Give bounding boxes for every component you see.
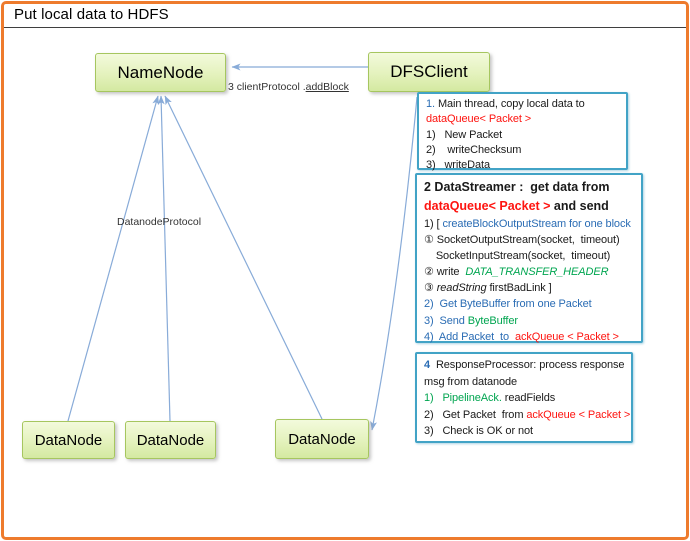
note-datastreamer: 2 DataStreamer : get data from dataQueue<… bbox=[415, 173, 643, 343]
node-datanode-2: DataNode bbox=[125, 421, 216, 459]
note-line: ① SocketOutputStream(socket, timeout) bbox=[424, 234, 620, 247]
note-main-thread: 1. Main thread, copy local data to dataQu… bbox=[417, 92, 628, 172]
edge-label-prefix: 3 clientProtocol . bbox=[228, 81, 306, 93]
note-line: 2) Get Packet from ackQueue < Packet > bbox=[424, 408, 631, 421]
edge-note1-to-datanode3 bbox=[370, 96, 418, 431]
note-line: 1) PipelineAck. readFields bbox=[424, 392, 556, 405]
note-line: 1) New Packet bbox=[426, 128, 503, 141]
title-divider-line bbox=[2, 27, 688, 28]
note-responseprocessor: 4 ResponseProcessor: process response msg… bbox=[415, 352, 633, 443]
node-dfsclient-label: DFSClient bbox=[390, 62, 468, 81]
node-datanode3-label: DataNode bbox=[288, 430, 356, 448]
edge-datanode3-to-namenode bbox=[164, 95, 323, 420]
note-line: ③ readString firstBadLink ] bbox=[424, 282, 552, 295]
node-datanode1-label: DataNode bbox=[34, 431, 103, 449]
node-namenode-label: NameNode bbox=[117, 62, 204, 82]
note-line: 1) [ createBlockOutputStream for one blo… bbox=[424, 218, 631, 230]
note-line: 2) Get ByteBuffer from one Packet bbox=[424, 298, 592, 311]
note-line: SocketInputStream(socket, timeout) bbox=[424, 250, 611, 263]
note-line: 4) Add Packet to ackQueue < Packet > bbox=[424, 330, 619, 343]
note-line: 4 ResponseProcessor: process response bbox=[424, 359, 625, 371]
note-line: 3) writeData bbox=[426, 159, 491, 172]
note-line: 3) Check is OK or not bbox=[424, 425, 533, 438]
edge-datanode2-to-namenode bbox=[157, 95, 171, 422]
note-line: 1. Main thread, copy local data to bbox=[426, 98, 585, 110]
node-dfsclient: DFSClient bbox=[368, 52, 490, 92]
node-datanode-3: DataNode bbox=[275, 419, 369, 459]
edge-label-datanodeprotocol: DatanodeProtocol bbox=[117, 216, 202, 228]
diagram-title: Put local data to HDFS bbox=[14, 6, 169, 23]
note-line: msg from datanode bbox=[424, 375, 518, 388]
note-line: 2) writeChecksum bbox=[426, 143, 522, 156]
node-namenode: NameNode bbox=[95, 53, 226, 92]
edge-label-addblock-underlined: addBlock bbox=[305, 81, 349, 93]
node-datanode-1: DataNode bbox=[22, 421, 115, 459]
node-datanode2-label: DataNode bbox=[136, 431, 205, 449]
note-line: 2 DataStreamer : get data from bbox=[424, 180, 610, 194]
edge-datanode1-to-namenode bbox=[67, 95, 160, 422]
note-line: dataQueue< Packet > and send bbox=[424, 199, 609, 213]
note-line: ② write DATA_TRANSFER_HEADER bbox=[424, 266, 609, 279]
edge-label-clientprotocol-addblock: 3 clientProtocol .addBlock bbox=[228, 81, 349, 93]
note-line: 3) Send ByteBuffer bbox=[424, 314, 518, 327]
note-line: dataQueue< Packet > bbox=[426, 113, 532, 126]
